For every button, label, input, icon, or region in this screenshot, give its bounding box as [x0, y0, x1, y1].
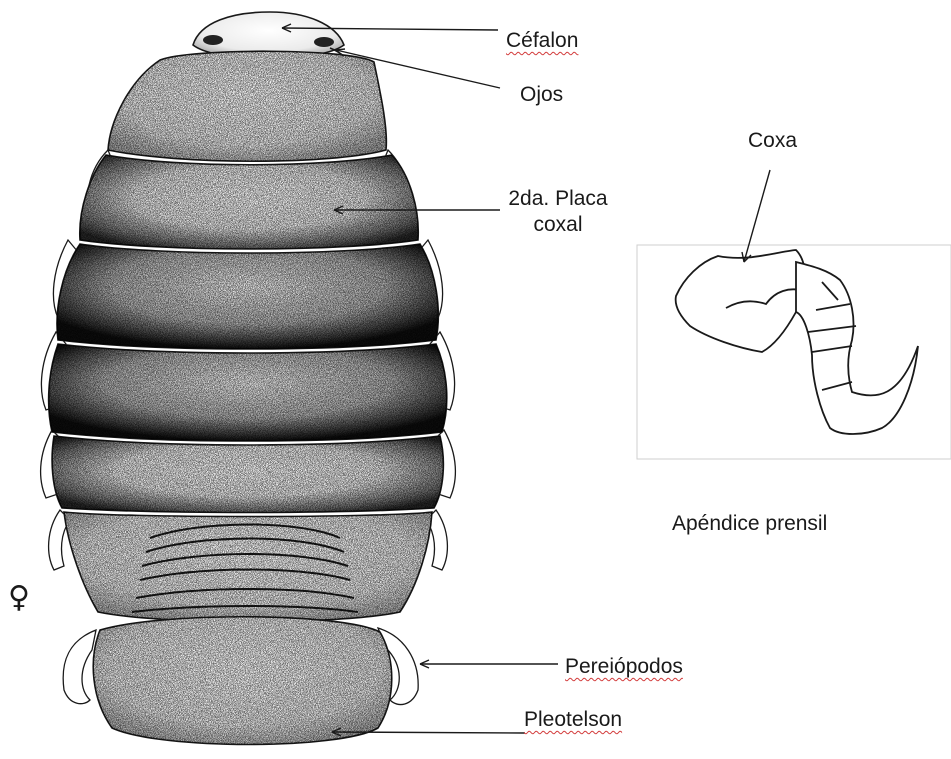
label-placa-line1: 2da. Placa: [508, 186, 608, 212]
label-pereiopodos: Pereiópodos: [565, 656, 683, 677]
label-cefalon: Céfalon: [506, 30, 578, 51]
right-eye: [314, 37, 334, 47]
label-placa-coxal: 2da. Placa coxal: [508, 186, 608, 239]
leader-pleotelson: [332, 732, 525, 733]
label-coxa: Coxa: [748, 130, 797, 151]
label-pleotelson: Pleotelson: [524, 709, 622, 730]
left-eye: [203, 35, 223, 45]
label-apendice-prensil: Apéndice prensil: [672, 513, 827, 534]
label-ojos: Ojos: [520, 84, 563, 105]
female-symbol: ♀: [8, 580, 30, 615]
label-placa-line2: coxal: [508, 212, 608, 238]
appendage-inset: [637, 170, 951, 459]
